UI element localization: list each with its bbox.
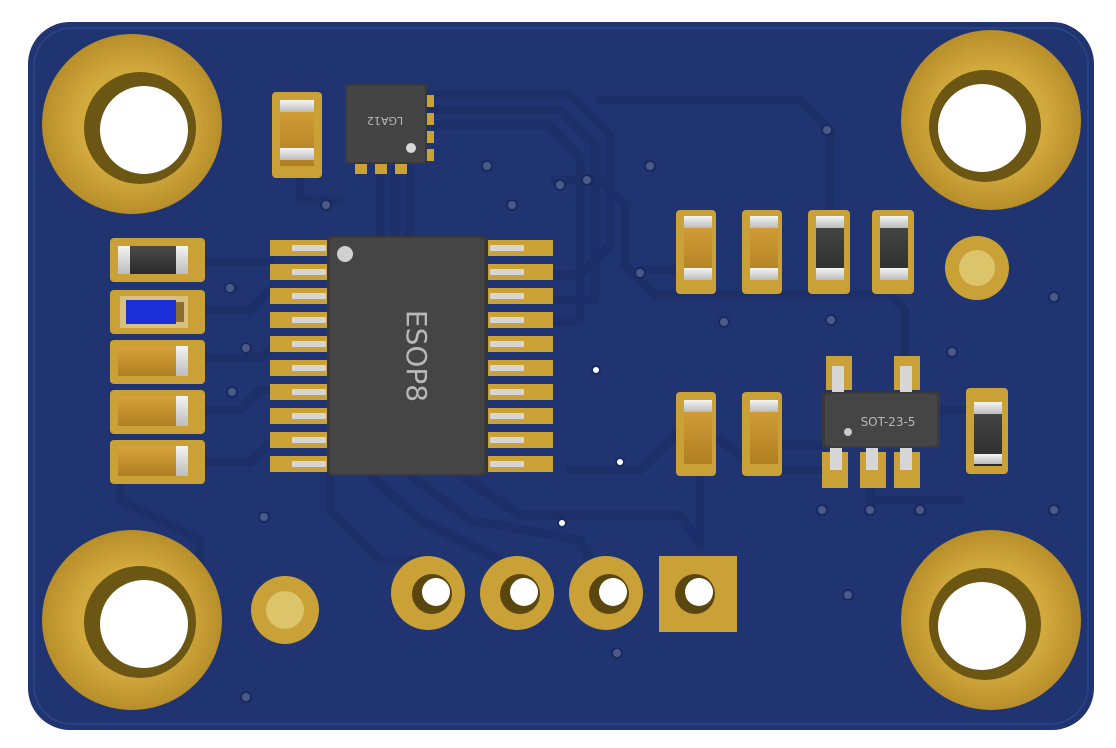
lga12-label: LGA12 (367, 114, 403, 127)
header-pin-2 (480, 556, 554, 630)
resistor-left-1 (110, 238, 205, 282)
esop8-label: ESOP8 (400, 310, 433, 402)
sot23-5-regulator: SOT-23-5 (822, 356, 940, 488)
esop8-main-chip: ESOP8 (270, 236, 553, 476)
resistor-right-side (966, 388, 1008, 474)
header-pin-4-square (659, 556, 737, 632)
lga12-sensor-chip: LGA12 (345, 84, 434, 174)
fiducial-left (251, 576, 319, 644)
resistor-right-top-2 (872, 210, 914, 294)
header-pin-1 (391, 556, 465, 630)
fiducial-right (945, 236, 1009, 300)
capacitor-right-top-2 (742, 210, 782, 294)
resistor-right-top-1 (808, 210, 850, 294)
led-blue (110, 290, 205, 334)
vias (224, 124, 1060, 703)
capacitor-left-2 (110, 390, 205, 434)
capacitor-right-top-1 (676, 210, 716, 294)
mounting-hole-top-left (42, 34, 222, 214)
capacitor-right-bottom-1 (676, 392, 716, 476)
mounting-hole-bottom-right (901, 530, 1081, 710)
mounting-hole-bottom-left (42, 530, 222, 710)
mounting-hole-top-right (901, 30, 1081, 210)
capacitor-top (272, 92, 322, 178)
header-pin-3 (569, 556, 643, 630)
capacitor-right-bottom-2 (742, 392, 782, 476)
sot23-label: SOT-23-5 (861, 415, 916, 429)
capacitor-left-1 (110, 340, 205, 384)
capacitor-left-3 (110, 440, 205, 484)
